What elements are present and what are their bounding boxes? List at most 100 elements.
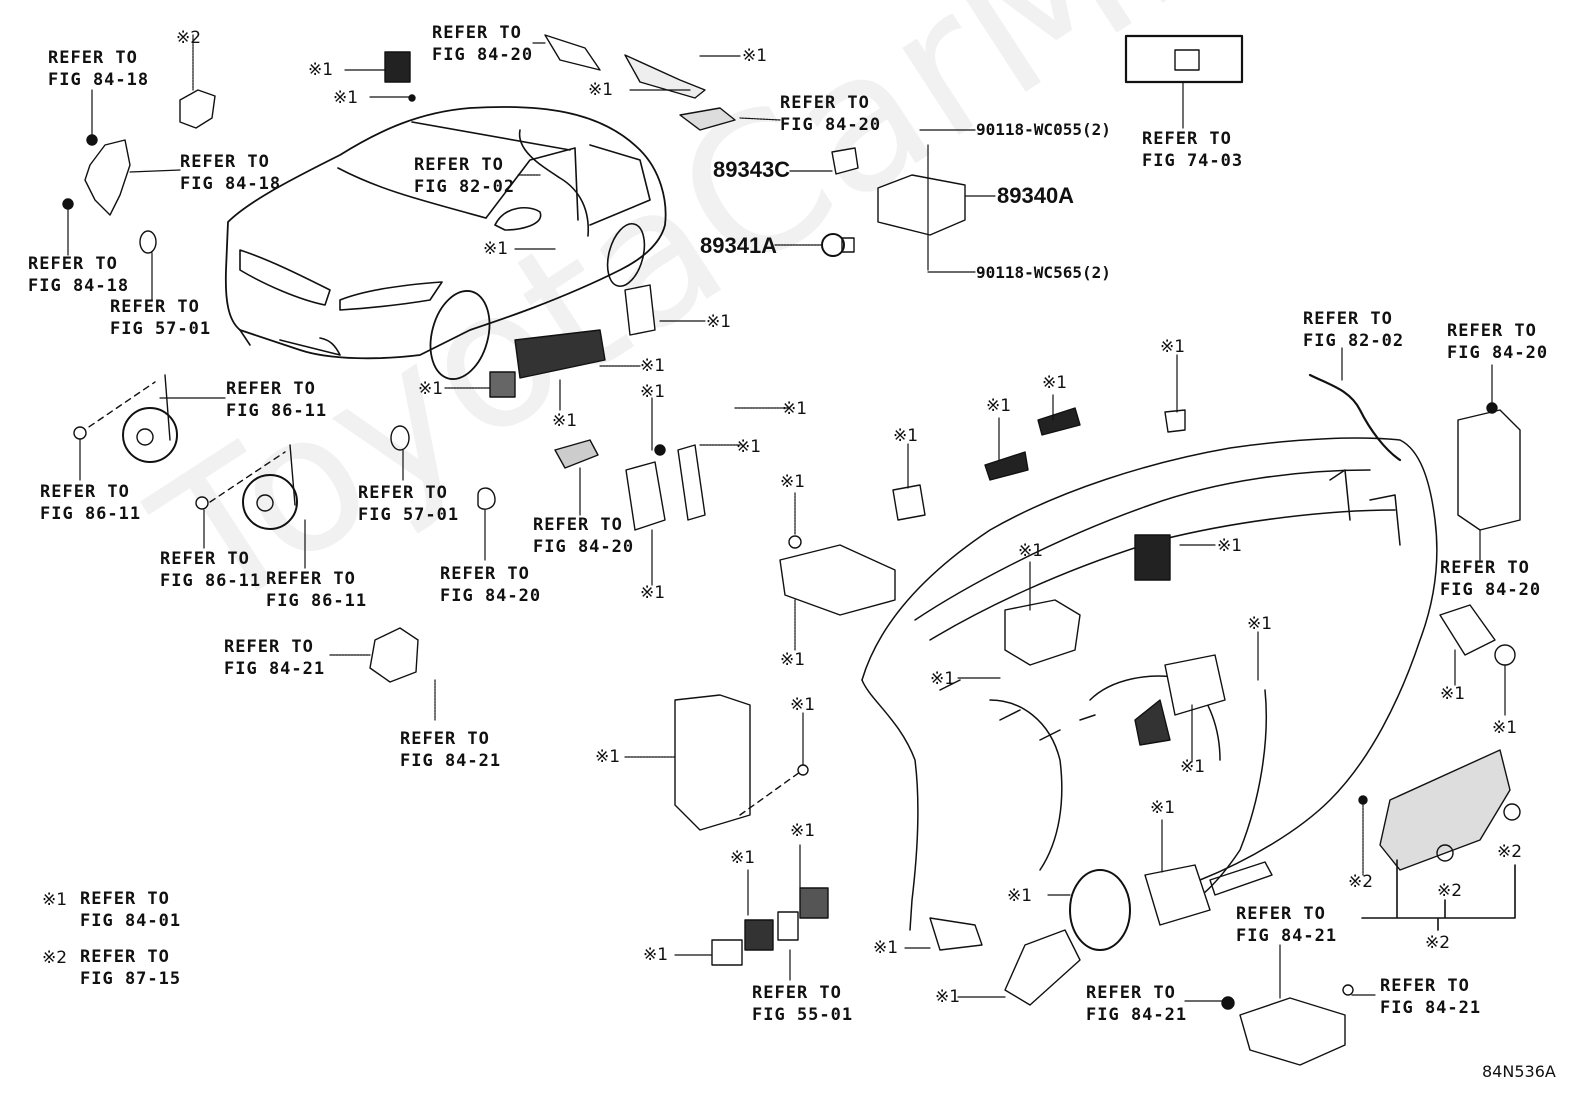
legend-fig[interactable]: FIG 84-01	[80, 911, 182, 931]
note-mark-1: ※1	[706, 312, 732, 332]
note-mark-1: ※1	[930, 669, 956, 689]
refer-label-fig-84-20-a[interactable]: REFER TO FIG 84-20	[432, 22, 533, 66]
refer-line1: REFER TO	[1303, 309, 1393, 329]
note-mark-1: ※1	[1160, 337, 1186, 357]
refer-label-fig-84-20-f[interactable]: REFER TO FIG 84-20	[1440, 557, 1541, 601]
refer-line2: FIG 84-21	[1380, 998, 1482, 1018]
note-mark-2: ※2	[1437, 881, 1463, 901]
note-mark-2: ※2	[1348, 872, 1374, 892]
part-number-nut-90118-WC565[interactable]: 90118-WC565(2)	[976, 263, 1111, 282]
refer-line1: REFER TO	[224, 637, 314, 657]
note-mark-1: ※1	[483, 239, 509, 259]
refer-label-fig-84-18-c[interactable]: REFER TO FIG 84-18	[28, 253, 129, 297]
refer-label-fig-86-11-b[interactable]: REFER TO FIG 86-11	[40, 481, 141, 525]
refer-line2: FIG 57-01	[110, 319, 212, 339]
note-mark-1: ※1	[1492, 718, 1518, 738]
note-mark-1: ※1	[742, 46, 768, 66]
refer-label-fig-55-01[interactable]: REFER TO FIG 55-01	[752, 982, 853, 1026]
refer-line1: REFER TO	[1142, 129, 1232, 149]
refer-line1: REFER TO	[1236, 904, 1326, 924]
refer-label-fig-86-11-d[interactable]: REFER TO FIG 86-11	[266, 568, 367, 612]
note-mark-1: ※1	[736, 437, 762, 457]
refer-line2: FIG 86-11	[40, 504, 142, 524]
note-mark-2: ※2	[1497, 842, 1523, 862]
refer-line1: REFER TO	[1447, 321, 1537, 341]
refer-line2: FIG 84-21	[224, 659, 326, 679]
note-mark-1: ※1	[1247, 614, 1273, 634]
note-mark-1: ※1	[1150, 798, 1176, 818]
refer-line1: REFER TO	[40, 482, 130, 502]
leader-lines	[67, 34, 1506, 1002]
refer-label-fig-84-20-e[interactable]: REFER TO FIG 84-20	[1447, 320, 1548, 364]
note-mark-1: ※1	[552, 411, 578, 431]
note-mark-1: ※1	[640, 382, 666, 402]
refer-label-fig-86-11-a[interactable]: REFER TO FIG 86-11	[226, 378, 327, 422]
refer-label-fig-84-21-c[interactable]: REFER TO FIG 84-21	[1236, 903, 1337, 947]
legend-text: REFER TO	[80, 889, 170, 909]
refer-label-fig-84-21-a[interactable]: REFER TO FIG 84-21	[224, 636, 325, 680]
legend-fig[interactable]: FIG 87-15	[80, 969, 182, 989]
note-mark-1: ※1	[588, 80, 614, 100]
refer-label-fig-74-03[interactable]: REFER TO FIG 74-03	[1142, 128, 1243, 172]
refer-label-fig-84-20-c[interactable]: REFER TO FIG 84-20	[440, 563, 541, 607]
refer-line1: REFER TO	[1440, 558, 1530, 578]
refer-label-fig-84-21-e[interactable]: REFER TO FIG 84-21	[1380, 975, 1481, 1019]
illustration-code: 84N536A	[1482, 1062, 1556, 1081]
refer-line1: REFER TO	[780, 93, 870, 113]
refer-label-fig-84-18-b[interactable]: REFER TO FIG 84-18	[180, 151, 281, 195]
note-mark-1: ※1	[986, 396, 1012, 416]
refer-line2: FIG 84-20	[440, 586, 542, 606]
refer-line2: FIG 84-21	[400, 751, 502, 771]
refer-line1: REFER TO	[1086, 983, 1176, 1003]
refer-line2: FIG 86-11	[266, 591, 368, 611]
refer-label-fig-84-21-b[interactable]: REFER TO FIG 84-21	[400, 728, 501, 772]
note-mark-1: ※1	[1042, 373, 1068, 393]
refer-label-fig-82-02-b[interactable]: REFER TO FIG 82-02	[1303, 308, 1404, 352]
refer-line2: FIG 57-01	[358, 505, 460, 525]
refer-label-fig-82-02-a[interactable]: REFER TO FIG 82-02	[414, 154, 515, 198]
refer-label-fig-86-11-c[interactable]: REFER TO FIG 86-11	[160, 548, 261, 592]
refer-label-fig-84-18-a[interactable]: REFER TO FIG 84-18	[48, 47, 149, 91]
refer-label-fig-84-20-d[interactable]: REFER TO FIG 84-20	[533, 514, 634, 558]
refer-line1: REFER TO	[28, 254, 118, 274]
refer-line1: REFER TO	[440, 564, 530, 584]
note-mark-1: ※1	[595, 747, 621, 767]
refer-label-fig-84-21-d[interactable]: REFER TO FIG 84-21	[1086, 982, 1187, 1026]
part-number-89340A[interactable]: 89340A	[997, 183, 1075, 208]
refer-line2: FIG 82-02	[414, 177, 516, 197]
part-number-89341A[interactable]: 89341A	[700, 233, 778, 258]
refer-line1: REFER TO	[226, 379, 316, 399]
note-mark-1: ※1	[873, 938, 899, 958]
note-mark-1: ※1	[1440, 684, 1466, 704]
refer-line1: REFER TO	[110, 297, 200, 317]
refer-label-fig-57-01-a[interactable]: REFER TO FIG 57-01	[110, 296, 211, 340]
refer-line2: FIG 86-11	[226, 401, 328, 421]
refer-label-fig-84-20-b[interactable]: REFER TO FIG 84-20	[780, 92, 881, 136]
note-mark-1: ※1	[1007, 886, 1033, 906]
legend-text: REFER TO	[80, 947, 170, 967]
legend-mark: ※2	[42, 948, 68, 968]
refer-line1: REFER TO	[752, 983, 842, 1003]
part-number-screw-90118-WC055[interactable]: 90118-WC055(2)	[976, 120, 1111, 139]
refer-line2: FIG 84-20	[1447, 343, 1549, 363]
refer-line2: FIG 74-03	[1142, 151, 1244, 171]
refer-line2: FIG 84-20	[780, 115, 882, 135]
note-mark-1: ※1	[1018, 541, 1044, 561]
note-mark-1: ※1	[780, 650, 806, 670]
refer-line2: FIG 84-18	[28, 276, 130, 296]
refer-line2: FIG 86-11	[160, 571, 262, 591]
refer-line1: REFER TO	[1380, 976, 1470, 996]
refer-line2: FIG 84-21	[1236, 926, 1338, 946]
refer-line1: REFER TO	[400, 729, 490, 749]
note-mark-1: ※1	[308, 60, 334, 80]
note-mark-1: ※1	[418, 379, 444, 399]
refer-line2: FIG 84-21	[1086, 1005, 1188, 1025]
note-mark-1: ※1	[640, 356, 666, 376]
note-mark-2: ※2	[1425, 933, 1451, 953]
part-number-89343C[interactable]: 89343C	[713, 157, 791, 182]
note-mark-1: ※1	[790, 695, 816, 715]
refer-line1: REFER TO	[533, 515, 623, 535]
refer-label-fig-57-01-b[interactable]: REFER TO FIG 57-01	[358, 482, 459, 526]
